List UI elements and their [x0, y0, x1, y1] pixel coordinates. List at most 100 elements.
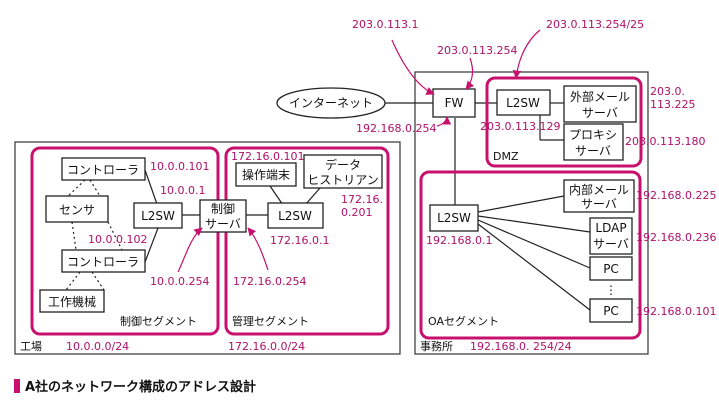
pc2-box — [589, 298, 633, 323]
link-oa-pc2 — [477, 223, 591, 311]
proxy-label-1: プロキシ — [569, 128, 617, 142]
terminal-box — [235, 162, 297, 187]
proxy-label-2: サーバ — [575, 144, 611, 158]
addr-ldap: 192.168.0.236 — [636, 231, 716, 244]
addr-fw-inside: 192.168.0.254 — [356, 122, 436, 135]
link-oa-ldap — [477, 215, 591, 233]
ldap-server-box — [589, 217, 633, 255]
addr-factory-l2sw: 10.0.0.1 — [160, 184, 205, 197]
mgmt-l2sw-label: L2SW — [278, 209, 312, 223]
arrow-fw-outside — [391, 39, 435, 95]
arrow-fw-dmz — [465, 57, 475, 90]
addr-fw-dmz: 203.0.113.254 — [437, 44, 517, 57]
addr-historian-1: 172.16. — [341, 193, 383, 206]
fw-label: FW — [445, 96, 464, 110]
ext-mail-server-box — [563, 85, 637, 123]
terminal-label: 操作端末 — [242, 167, 290, 182]
link-mgmt-l2sw-terminal — [269, 185, 284, 206]
factory-zone-label: 工場 — [20, 340, 42, 353]
control-server-label-2: サーバ — [205, 217, 241, 231]
ext-mail-label-2: サーバ — [582, 106, 618, 120]
fw-box — [432, 88, 476, 118]
office-zone-label: 事務所 — [420, 339, 453, 353]
int-mail-label-1: 内部メール — [569, 182, 629, 197]
link-oa-int-mail — [477, 195, 565, 213]
link-sensor-controller2 — [71, 221, 123, 251]
mgmt-segment-label: 管理セグメント — [232, 314, 309, 328]
control-segment — [30, 146, 220, 336]
caption-marker — [14, 379, 20, 393]
sensor-box — [45, 195, 109, 223]
factory-zone — [14, 141, 401, 355]
addr-fw-outside: 203.0.113.1 — [352, 18, 418, 31]
factory-l2sw-box — [133, 202, 183, 229]
ext-mail-label-1: 外部メール — [570, 89, 630, 104]
historian-label-2: ヒストリアン — [307, 173, 379, 187]
oa-segment-label: OAセグメント — [428, 314, 499, 328]
internet-label: インターネット — [289, 96, 373, 110]
pc1-box — [589, 256, 633, 281]
factory-l2sw-label: L2SW — [141, 209, 175, 223]
oa-segment — [419, 170, 642, 340]
mgmt-segment — [224, 146, 390, 336]
arrow-server-mgmt — [247, 227, 269, 271]
int-mail-server-box — [563, 179, 635, 213]
control-server-box — [199, 199, 247, 233]
link-controller2-machine — [65, 271, 105, 291]
addr-dmz-l2sw: 203.0.113.129 — [480, 120, 560, 133]
link-factory-l2sw-controller2 — [144, 227, 159, 263]
caption: A社のネットワーク構成のアドレス設計 — [25, 379, 256, 395]
controller1-box — [61, 157, 146, 181]
link-oa-pc1 — [477, 219, 591, 269]
control-server-label-1: 制御 — [211, 201, 235, 216]
dmz-l2sw-box — [496, 89, 551, 116]
arrow-server-factory — [177, 227, 203, 273]
addr-control-server-mgmt: 172.16.0.254 — [233, 275, 306, 288]
dmz-l2sw-label: L2SW — [506, 96, 540, 110]
ldap-label-1: LDAP — [595, 221, 626, 235]
office-net-label: 192.168.0. 254/24 — [470, 340, 572, 353]
addr-oa-l2sw: 192.168.0.1 — [426, 234, 492, 247]
link-mgmt-l2sw-historian — [304, 187, 321, 206]
internet-cloud — [276, 87, 386, 119]
control-segment-label: 制御セグメント — [120, 314, 197, 328]
addr-ext-mail-2: 113.225 — [650, 98, 696, 111]
addr-mgmt-l2sw: 172.16.0.1 — [270, 234, 329, 247]
sensor-label: センサ — [59, 203, 95, 217]
addr-dmz-net: 203.0.113.254/25 — [546, 18, 644, 31]
link-factory-l2sw-controller1 — [144, 169, 159, 208]
pc-dots: ⋮ — [605, 283, 617, 297]
proxy-server-box — [563, 123, 624, 161]
addr-pc: 192.168.0.101 — [636, 305, 716, 318]
arrow-dmz-net — [512, 29, 541, 79]
historian-label-1: データ — [325, 157, 361, 172]
addr-proxy: 203.0.113.180 — [625, 135, 705, 148]
arrow-fw-inside — [436, 116, 452, 127]
factory-net-label: 10.0.0.0/24 — [66, 340, 129, 353]
addr-controller1: 10.0.0.101 — [150, 160, 209, 173]
oa-l2sw-label: L2SW — [437, 211, 471, 225]
controller2-label: コントローラ — [67, 255, 139, 269]
addr-historian-2: 0.201 — [341, 206, 373, 219]
addr-terminal: 172.16.0.101 — [231, 150, 304, 163]
mgmt-net-label: 172.16.0.0/24 — [228, 340, 305, 353]
int-mail-label-2: サーバ — [581, 197, 617, 211]
link-controller1-sensor — [67, 179, 101, 197]
machine-label: 工作機械 — [48, 294, 96, 309]
pc1-label: PC — [603, 262, 619, 276]
pc2-label: PC — [603, 304, 619, 318]
controller2-box — [61, 249, 146, 273]
dmz-segment — [485, 76, 643, 168]
mgmt-l2sw-box — [267, 202, 324, 229]
office-zone — [414, 71, 649, 355]
historian-box — [303, 154, 383, 189]
addr-control-server-factory: 10.0.0.254 — [150, 275, 209, 288]
addr-int-mail: 192.168.0.225 — [636, 189, 716, 202]
controller1-label: コントローラ — [67, 163, 139, 177]
oa-l2sw-box — [429, 204, 479, 232]
ldap-label-2: サーバ — [593, 237, 629, 251]
addr-ext-mail-1: 203.0. — [650, 85, 685, 98]
machine-box — [39, 289, 105, 313]
dmz-label: DMZ — [493, 150, 519, 163]
